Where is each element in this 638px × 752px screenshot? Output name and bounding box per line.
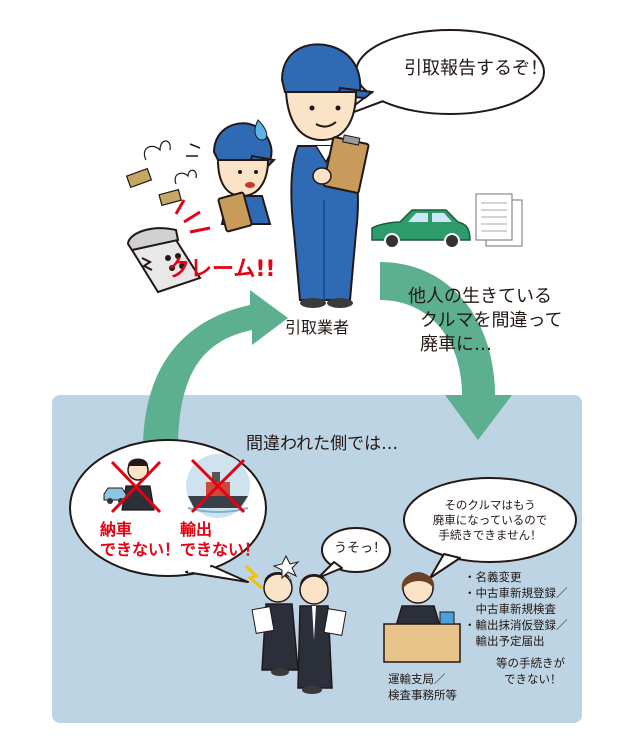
office-desk	[383, 623, 461, 663]
cannot-deliver-line1: 納車	[100, 520, 133, 539]
procedure-item: 輸出予定届出	[464, 634, 545, 648]
tow-worker-figure	[280, 43, 375, 308]
return-arrow	[143, 290, 288, 450]
surprised-owners-figure	[244, 554, 347, 694]
cannot-export-line2: できない！	[180, 540, 261, 559]
mistake-arrow	[380, 262, 512, 440]
clerk-speech-bubble	[403, 477, 577, 579]
cannot-export-line1: 輸出	[180, 520, 213, 539]
office-clerk-figure	[383, 572, 461, 663]
cross-mark-icon	[110, 460, 162, 514]
anger-mark-icon	[141, 257, 153, 271]
office-label-line2: 検査事務所等	[388, 688, 457, 702]
procedure-item: ・輸出抹消仮登録／	[464, 618, 568, 632]
worried-worker-figure	[186, 119, 277, 233]
surprise-speech-bubble	[317, 527, 391, 579]
office-label-line1: 運輸支局／	[388, 672, 446, 686]
sweat-drop-icon	[254, 119, 268, 141]
surprise-text: うそっ！	[334, 541, 387, 556]
cannot-procedure-line1: 等の手続きが	[496, 656, 565, 670]
panel-title: 間違われた側では…	[246, 434, 399, 454]
procedure-item: 中古車新規検査	[464, 602, 556, 616]
flying-money-icon	[125, 140, 197, 207]
document-icon	[475, 193, 523, 247]
report-speech-text: 引取報告するぞ！	[404, 58, 548, 79]
procedure-item: ・名義変更	[464, 570, 522, 584]
mistake-text-line1: 他人の生きている	[408, 286, 552, 307]
mistake-text-line2: クルマを間違って	[420, 310, 563, 331]
cannot-procedure-line2: できない！	[504, 672, 562, 686]
telephone-icon	[126, 199, 211, 294]
delivery-person-icon	[103, 458, 162, 514]
car-icon	[371, 209, 471, 249]
report-speech-bubble	[337, 29, 545, 119]
cannot-deliver-line2: できない！	[100, 540, 181, 559]
ship-icon	[186, 454, 250, 518]
cross-mark-icon	[190, 458, 246, 514]
clerk-text-line3: 手続きできません！	[438, 528, 542, 542]
tow-worker-label: 引取業者	[285, 318, 350, 337]
complaint-text: クレーム!!	[168, 257, 276, 282]
mistake-text-line3: 廃車に…	[420, 334, 492, 355]
procedure-item: ・中古車新規登録／	[464, 586, 568, 600]
clerk-text-line1: そのクルマはもう	[444, 498, 536, 512]
clerk-text-line2: 廃車になっているので	[432, 513, 548, 527]
